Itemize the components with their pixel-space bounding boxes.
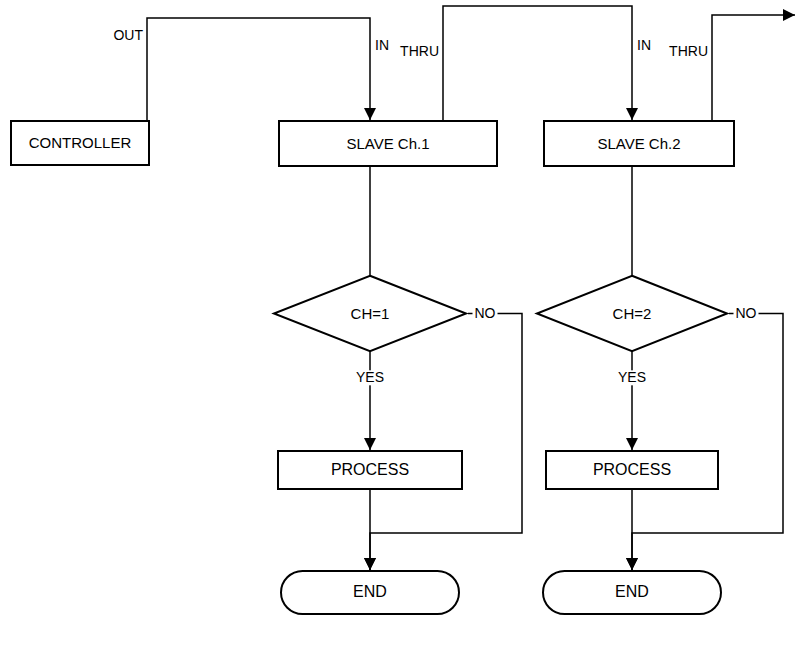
flow-connector — [443, 6, 632, 120]
node-text: CONTROLLER — [29, 134, 132, 151]
signal-name: THRU — [669, 44, 708, 59]
signal-name: IN — [637, 38, 651, 53]
node-text: PROCESS — [331, 461, 409, 479]
branch-label: YES — [354, 370, 386, 385]
node-text: PROCESS — [593, 461, 671, 479]
diamond-shape — [274, 276, 466, 351]
flow-connector — [369, 167, 371, 275]
node-text: SLAVE Ch.1 — [346, 135, 429, 152]
flow-connector — [369, 490, 371, 570]
node-text: END — [353, 583, 387, 601]
branch-label: YES — [616, 370, 648, 385]
flow-connector — [631, 490, 633, 570]
branch-label: NO — [473, 306, 498, 321]
flow-connector — [147, 18, 370, 120]
node-text: CH=2 — [613, 305, 652, 322]
slave-box: SLAVE Ch.2 — [543, 120, 735, 167]
process-box: PROCESS — [545, 450, 719, 490]
node-text: END — [615, 583, 649, 601]
controller-box: CONTROLLER — [10, 120, 150, 166]
decision-diamond: CH=2 — [535, 275, 729, 352]
signal-name: OUT — [113, 28, 143, 43]
node-text: CH=1 — [351, 305, 390, 322]
node-text: SLAVE Ch.2 — [597, 135, 680, 152]
flow-connector — [632, 314, 783, 571]
end-terminal: END — [280, 570, 460, 615]
flow-connector — [370, 314, 522, 571]
signal-name: THRU — [400, 44, 439, 59]
end-terminal: END — [542, 570, 722, 615]
thru-output-wire — [712, 15, 795, 120]
branch-label: NO — [734, 306, 759, 321]
slave-box: SLAVE Ch.1 — [278, 120, 498, 167]
diamond-shape — [537, 276, 727, 351]
flow-connector — [631, 167, 633, 275]
decision-diamond: CH=1 — [272, 275, 468, 352]
flow-connector — [369, 352, 371, 450]
flow-connector — [631, 352, 633, 450]
process-box: PROCESS — [277, 450, 463, 490]
signal-name: IN — [375, 38, 389, 53]
